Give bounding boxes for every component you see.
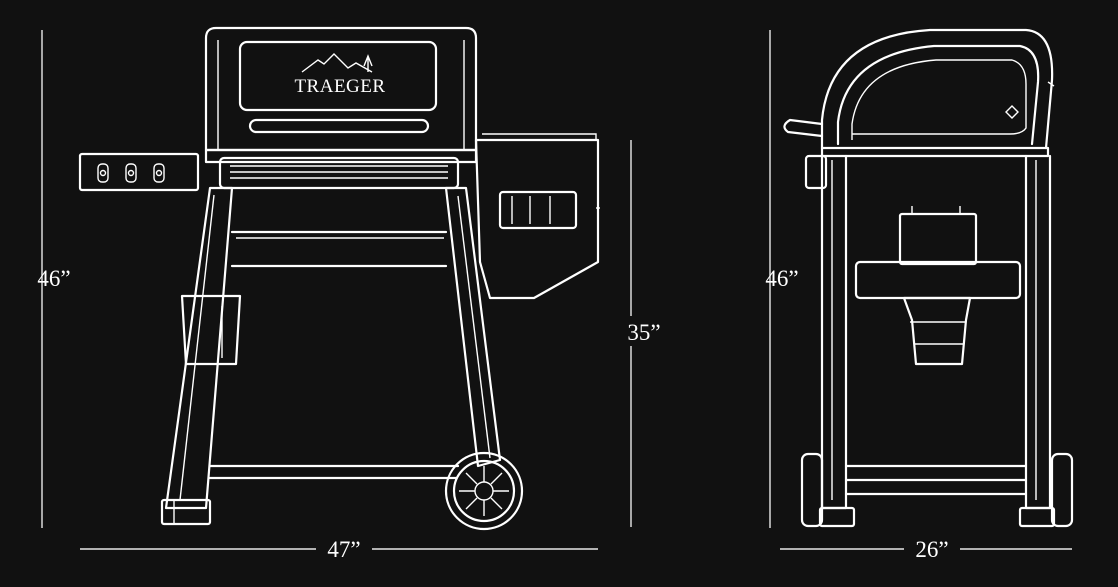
side-handle (783, 118, 824, 138)
front-lid (204, 26, 478, 152)
front-height-label: 46” (37, 266, 70, 291)
side-lid-arch (820, 28, 1054, 150)
front-logo-panel (238, 40, 438, 112)
front-left-leg (164, 186, 234, 510)
front-width-label: 47” (327, 537, 360, 562)
front-lid-handle (248, 118, 430, 134)
controller-knobs (97, 163, 165, 183)
front-hopper (474, 138, 600, 300)
side-right-wheel (1050, 452, 1074, 528)
front-shelf (218, 156, 460, 190)
side-height-label: 46” (765, 266, 798, 291)
hopper-height-label: 35” (627, 320, 660, 345)
traeger-mountain-logo (301, 53, 373, 73)
front-view: TRAEGER (37, 26, 661, 562)
brand-logo-text: TRAEGER (294, 76, 385, 97)
side-left-wheel (800, 452, 824, 528)
side-grease-bucket (902, 296, 972, 366)
front-right-leg (444, 186, 502, 468)
side-ash-box (898, 212, 978, 266)
side-view: 46” 26” (765, 28, 1074, 562)
front-wheel (444, 451, 524, 531)
front-controller-box (78, 152, 200, 192)
side-depth-label: 26” (915, 537, 948, 562)
hopper-window (498, 190, 578, 230)
